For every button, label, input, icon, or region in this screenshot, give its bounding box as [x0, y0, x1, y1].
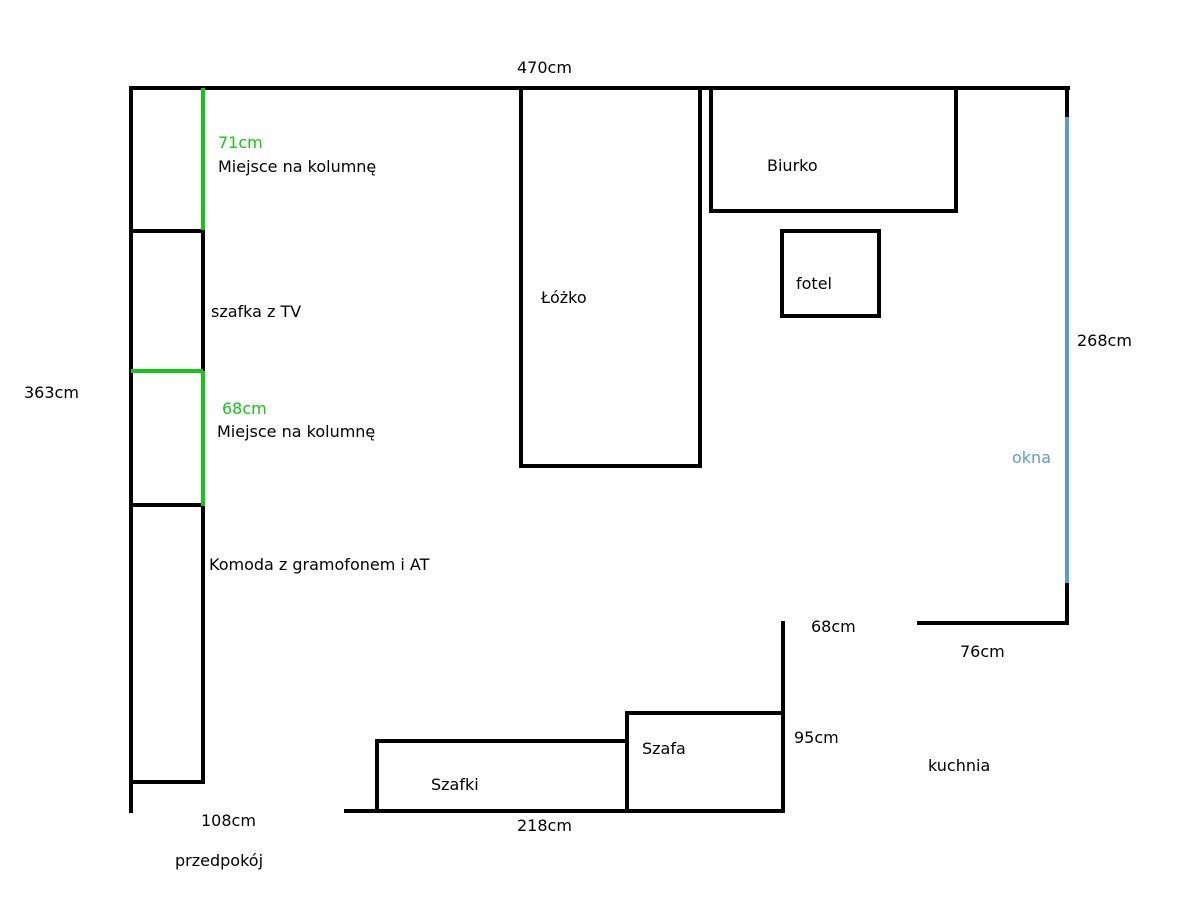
dimension-speaker-top: 71cm	[218, 133, 263, 152]
dimension-speaker-bottom: 68cm	[222, 399, 267, 418]
label-bed: Łóżko	[541, 288, 587, 307]
cabinets	[375, 739, 629, 813]
dimension-entrance: 108cm	[201, 811, 256, 830]
label-tv-cabinet: szafka z TV	[211, 302, 302, 321]
dimension-door-right-b: 76cm	[960, 642, 1005, 661]
dimension-right-height: 268cm	[1077, 331, 1132, 350]
label-dresser: Komoda z gramofonem i AT	[209, 555, 430, 574]
armchair	[780, 229, 881, 318]
dimension-wardrobe-side: 95cm	[794, 728, 839, 747]
label-kitchen: kuchnia	[928, 756, 991, 775]
label-desk: Biurko	[767, 156, 818, 175]
dimension-bottom-cabinets: 218cm	[517, 816, 572, 835]
bed	[519, 86, 702, 468]
label-hallway: przedpokój	[175, 851, 264, 870]
dimension-top-width: 470cm	[517, 58, 572, 77]
label-cabinets: Szafki	[431, 775, 479, 794]
dimension-left-height: 363cm	[24, 383, 79, 402]
label-armchair: fotel	[796, 274, 832, 293]
desk	[709, 86, 958, 213]
label-speaker-bottom: Miejsce na kolumnę	[217, 422, 376, 441]
label-windows: okna	[1012, 448, 1051, 467]
label-wardrobe: Szafa	[642, 739, 686, 758]
dimension-door-right-a: 68cm	[811, 617, 856, 636]
wardrobe	[625, 711, 785, 813]
label-speaker-top: Miejsce na kolumnę	[218, 157, 377, 176]
